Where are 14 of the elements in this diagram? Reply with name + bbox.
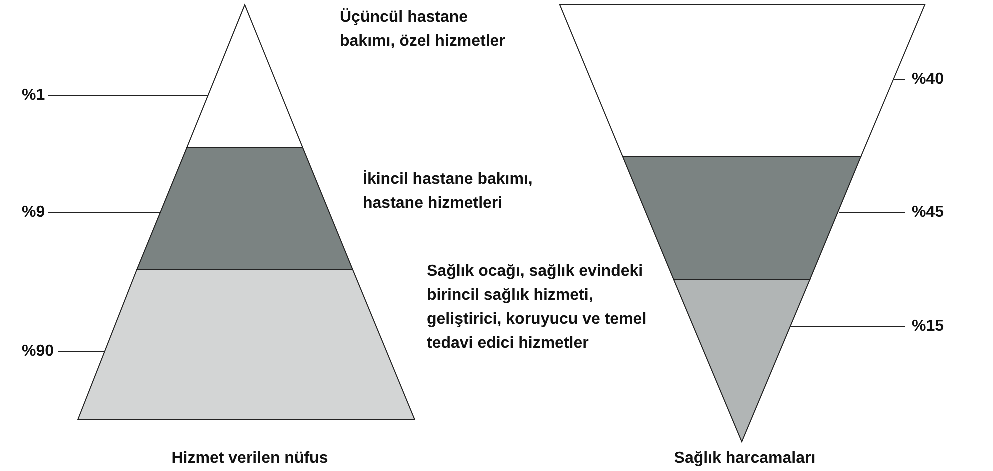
level-description: Üçüncül hastane bakımı, özel hizmetler: [340, 7, 506, 52]
level-description: Sağlık ocağı, sağlık evindeki birincil sağlık hizmeti, geliştirici, koruyucu ve temel tedavi edici hizmetler: [427, 262, 648, 354]
percent-label: %90: [22, 340, 54, 364]
leader-line: [48, 212, 162, 214]
percent-label: %40: [912, 68, 944, 92]
leader-line: [838, 212, 906, 214]
percent-label: %45: [912, 201, 944, 225]
percent-label: %15: [912, 315, 944, 339]
pyramid-caption: Sağlık harcamaları: [673, 449, 817, 469]
level-description: İkincil hastane bakımı, hastane hizmetleri: [363, 169, 533, 214]
leader-line: [790, 326, 906, 328]
percent-label: %9: [22, 201, 46, 225]
pyramid-caption: Hizmet verilen nüfus: [170, 449, 330, 469]
percent-label: %1: [22, 84, 46, 108]
